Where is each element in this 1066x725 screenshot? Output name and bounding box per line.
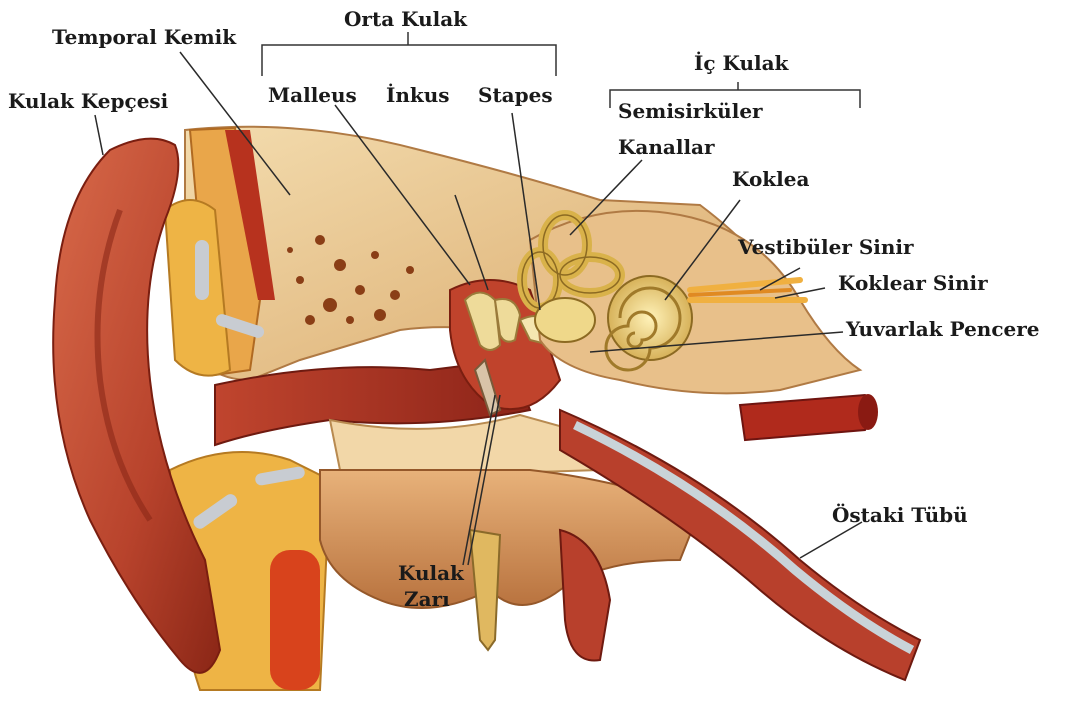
middle-ear-group-label: Orta Kulak: [344, 8, 467, 30]
semicircular-label-line1: Semisirküler: [618, 100, 763, 122]
styloid-process: [470, 530, 500, 650]
eardrum-label-line2: Zarı: [404, 588, 450, 610]
inner-ear-group-label: İç Kulak: [694, 52, 788, 74]
cochlear-nerve-label: Koklear Sinir: [838, 272, 988, 294]
artery: [740, 395, 873, 440]
vestibule-shape: [535, 298, 595, 342]
artery-opening: [858, 394, 878, 430]
incus-label: İnkus: [386, 84, 450, 106]
middle-ear-bracket: [262, 32, 556, 76]
semicircular-label-line2: Kanallar: [618, 136, 715, 158]
eardrum-label-line1: Kulak: [398, 562, 464, 584]
eustachian-tube-label: Östaki Tübü: [832, 504, 968, 526]
auricle-label: Kulak Kepçesi: [8, 90, 168, 112]
vestibular-nerve-label: Vestibüler Sinir: [738, 236, 914, 258]
stapes-label: Stapes: [478, 84, 553, 106]
temporal-bone-label: Temporal Kemik: [52, 26, 236, 48]
malleus-label: Malleus: [268, 84, 357, 106]
round-window-label: Yuvarlak Pencere: [846, 318, 1040, 340]
cochlea-label: Koklea: [732, 168, 809, 190]
